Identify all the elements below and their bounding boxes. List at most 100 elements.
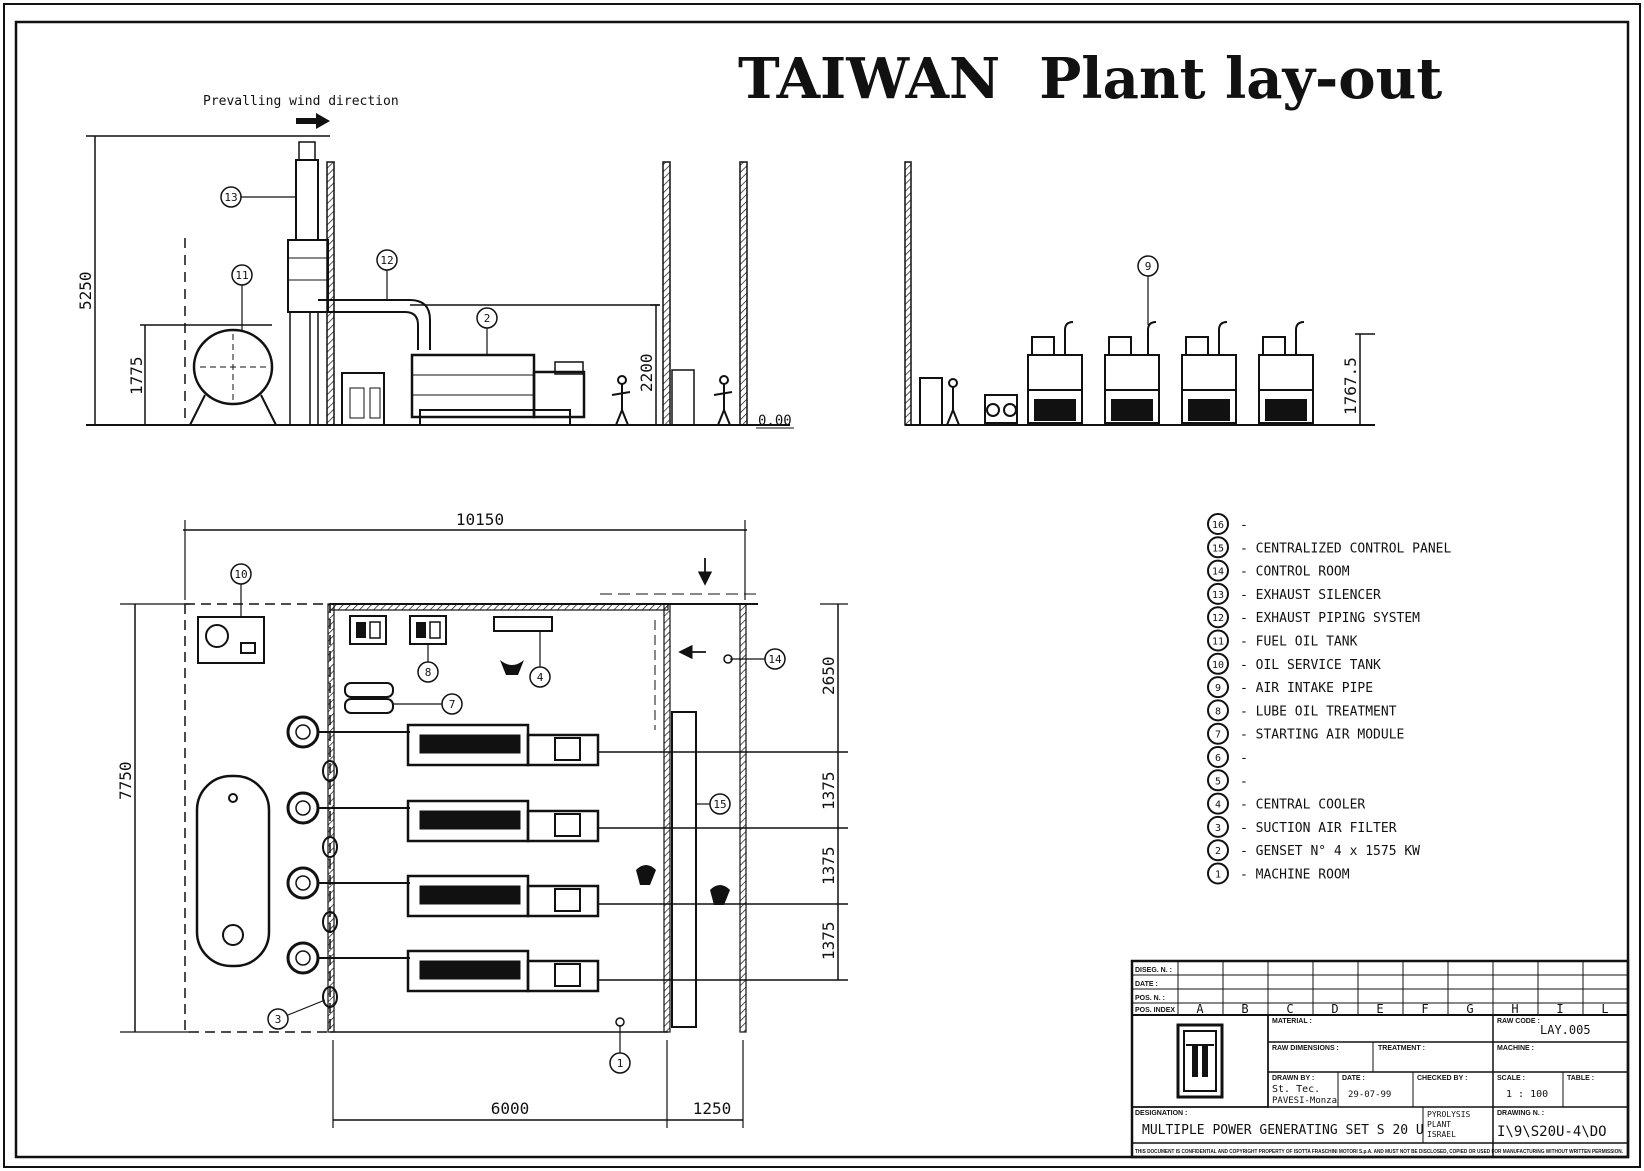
legend-number-circle bbox=[1207, 792, 1229, 815]
legend-number: 12 bbox=[1212, 613, 1224, 624]
legend-number: 14 bbox=[1212, 567, 1224, 578]
level-zero-label: 0.00 bbox=[758, 413, 792, 429]
legend-number: 15 bbox=[1212, 543, 1224, 554]
project-line-2: PLANT bbox=[1427, 1120, 1451, 1129]
legend-number-circle bbox=[1207, 582, 1229, 605]
legend-number: 1 bbox=[1215, 870, 1221, 881]
genset-plan-2 bbox=[286, 791, 848, 858]
callout-2: 2 bbox=[476, 307, 498, 355]
legend-number: 13 bbox=[1212, 590, 1224, 601]
dim-1375-a: 1375 bbox=[819, 771, 838, 810]
legend-text: - EXHAUST PIPING SYSTEM bbox=[1240, 611, 1420, 626]
material-label: MATERIAL : bbox=[1272, 1018, 1312, 1025]
callout-9: 9 bbox=[1137, 255, 1159, 325]
genset-front-3 bbox=[1181, 321, 1237, 424]
person-figure-2 bbox=[713, 375, 733, 426]
checked-by-label: CHECKED BY : bbox=[1417, 1075, 1467, 1082]
footer-confidential: THIS DOCUMENT IS CONFIDENTIAL AND COPYRI… bbox=[1135, 1149, 1624, 1155]
dim-1250: 1250 bbox=[693, 1099, 732, 1118]
legend-number-circle bbox=[1207, 722, 1229, 745]
callout-10: 10 bbox=[230, 563, 252, 617]
svg-text:9: 9 bbox=[1145, 260, 1152, 273]
legend-text: - GENSET N° 4 x 1575 KW bbox=[1240, 844, 1420, 859]
project-line-1: PYROLYSIS bbox=[1427, 1110, 1471, 1119]
rev-label-4: POS. INDEX bbox=[1135, 1007, 1175, 1014]
genset-front-1 bbox=[1027, 321, 1083, 424]
drawn-by-2: PAVESI-Monza bbox=[1272, 1096, 1337, 1106]
lube-oil-module-1 bbox=[349, 615, 387, 645]
legend-number: 8 bbox=[1215, 706, 1221, 717]
legend-item: 9- AIR INTAKE PIPE bbox=[1207, 676, 1373, 699]
wind-arrow-icon bbox=[296, 113, 330, 129]
centralized-control-panel bbox=[671, 711, 697, 1028]
starting-air-elev bbox=[984, 394, 1018, 424]
legend-number-circle bbox=[1207, 746, 1229, 768]
legend-text: - MACHINE ROOM bbox=[1240, 868, 1350, 883]
legend-number-circle bbox=[1207, 513, 1229, 535]
rev-label-1: DISEG. N. : bbox=[1135, 967, 1172, 974]
fuel-oil-tank-plan bbox=[195, 774, 271, 968]
column-letter: A bbox=[1196, 1002, 1204, 1016]
column-letter: F bbox=[1421, 1002, 1428, 1016]
svg-text:3: 3 bbox=[275, 1013, 282, 1026]
legend-text: - EXHAUST SILENCER bbox=[1240, 588, 1381, 603]
legend-text: - FUEL OIL TANK bbox=[1240, 635, 1358, 650]
date-label: DATE : bbox=[1342, 1075, 1365, 1082]
treatment-label: TREATMENT : bbox=[1378, 1045, 1425, 1052]
dim-2650: 2650 bbox=[819, 656, 838, 695]
column-letter: I bbox=[1556, 1002, 1563, 1016]
fuel-oil-tank bbox=[192, 328, 274, 406]
scale-value: 1 : 100 bbox=[1506, 1089, 1548, 1100]
svg-text:2: 2 bbox=[484, 312, 491, 325]
legend-text: - SUCTION AIR FILTER bbox=[1240, 821, 1397, 836]
dim-6000: 6000 bbox=[491, 1099, 530, 1118]
inner-border bbox=[14, 20, 1630, 1159]
legend-text: - AIR INTAKE PIPE bbox=[1240, 681, 1373, 696]
legend-item: 16 - bbox=[1207, 513, 1248, 535]
legend-item: 6- bbox=[1207, 746, 1248, 768]
oil-service-tank bbox=[197, 616, 265, 664]
column-letter: L bbox=[1601, 1002, 1608, 1016]
genset-front-4 bbox=[1258, 321, 1314, 424]
date-value: 29-07-99 bbox=[1348, 1090, 1391, 1100]
person-figure-1 bbox=[611, 375, 631, 426]
project-line-3: ISRAEL bbox=[1427, 1130, 1456, 1139]
column-letter: H bbox=[1511, 1002, 1518, 1016]
svg-text:8: 8 bbox=[425, 666, 432, 679]
svg-text:4: 4 bbox=[537, 671, 544, 684]
dim-5250: 5250 bbox=[76, 271, 95, 310]
raw-code-label: RAW CODE : bbox=[1497, 1018, 1540, 1025]
column-letter: E bbox=[1376, 1002, 1383, 1016]
column-letter: C bbox=[1286, 1002, 1293, 1016]
legend-item: 5- bbox=[1207, 769, 1248, 792]
column-letter: G bbox=[1466, 1002, 1473, 1016]
central-cooler bbox=[493, 616, 553, 632]
callout-11: 11 bbox=[231, 264, 253, 330]
callout-14: 14 bbox=[723, 648, 786, 670]
legend-number-circle bbox=[1207, 699, 1229, 722]
legend-number-circle bbox=[1207, 839, 1229, 862]
legend-number: 6 bbox=[1215, 753, 1221, 764]
elevation-view: Prevalling wind direction 0.00 5250 1775 bbox=[76, 94, 1375, 429]
designation-value: MULTIPLE POWER GENERATING SET S 20 U bbox=[1142, 1123, 1424, 1138]
legend-text: - bbox=[1240, 774, 1248, 789]
legend-number: 2 bbox=[1215, 846, 1221, 857]
svg-text:7: 7 bbox=[449, 698, 456, 711]
legend-number: 16 bbox=[1212, 520, 1224, 531]
genset-front-2 bbox=[1104, 321, 1160, 424]
dim-1375-b: 1375 bbox=[819, 846, 838, 885]
dim-1375-c: 1375 bbox=[819, 921, 838, 960]
legend-text: - bbox=[1240, 518, 1248, 533]
wall-mid-1 bbox=[662, 161, 671, 426]
legend-text: - LUBE OIL TREATMENT bbox=[1240, 704, 1397, 719]
wall-plan-right bbox=[739, 603, 747, 1033]
dim-1767: 1767.5 bbox=[1341, 357, 1360, 415]
svg-text:10: 10 bbox=[234, 568, 247, 581]
legend-number: 10 bbox=[1212, 660, 1224, 671]
legend-item: 10- OIL SERVICE TANK bbox=[1207, 652, 1381, 675]
svg-text:13: 13 bbox=[224, 191, 237, 204]
legend-number-circle bbox=[1207, 862, 1229, 885]
legend-item: 3- SUCTION AIR FILTER bbox=[1207, 815, 1397, 838]
wind-direction-label: Prevalling wind direction bbox=[203, 94, 399, 109]
